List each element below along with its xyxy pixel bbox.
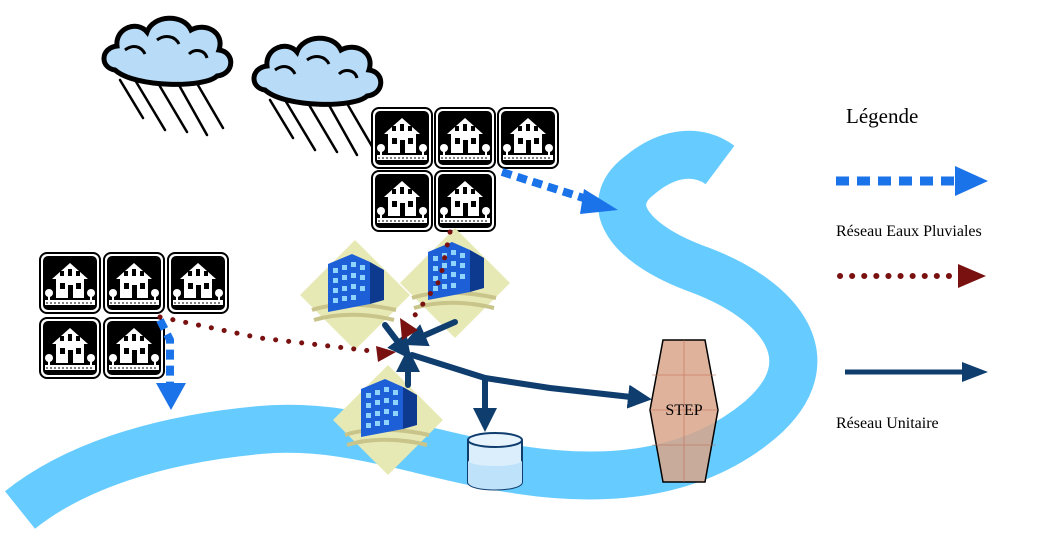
arrowhead (376, 346, 396, 362)
arrowhead (156, 383, 186, 410)
arrowhead (955, 166, 988, 196)
house-icon (103, 317, 165, 379)
arrowhead (400, 318, 418, 340)
house-icon (167, 252, 229, 314)
house-icon (497, 107, 559, 169)
legend-label-combined: Réseau Unitaire (836, 415, 939, 432)
arrowhead (580, 189, 618, 214)
wastewater-network (157, 229, 453, 355)
stormwater-network (156, 168, 592, 385)
arrowhead (958, 264, 986, 288)
legend-label-stormwater: Réseau Eaux Pluviales (836, 223, 982, 240)
storage-tank-icon (467, 432, 523, 491)
house-icon (434, 170, 496, 232)
house-icon (371, 170, 433, 232)
house-icon (103, 252, 165, 314)
rain-cloud-icon (254, 38, 381, 155)
house-icon (39, 252, 101, 314)
house-icon (371, 107, 433, 169)
house-icon (39, 317, 101, 379)
legend-title: Légende (846, 104, 919, 128)
house-cluster-left (39, 252, 229, 379)
combined-network (382, 319, 652, 432)
treatment-plant-icon: STEP (649, 339, 719, 483)
arrowhead (962, 362, 988, 382)
legend-symbols (836, 166, 988, 382)
house-icon (434, 107, 496, 169)
house-cluster-top (371, 107, 559, 232)
plant-label: STEP (665, 402, 702, 419)
rain-cloud-icon (104, 18, 231, 135)
